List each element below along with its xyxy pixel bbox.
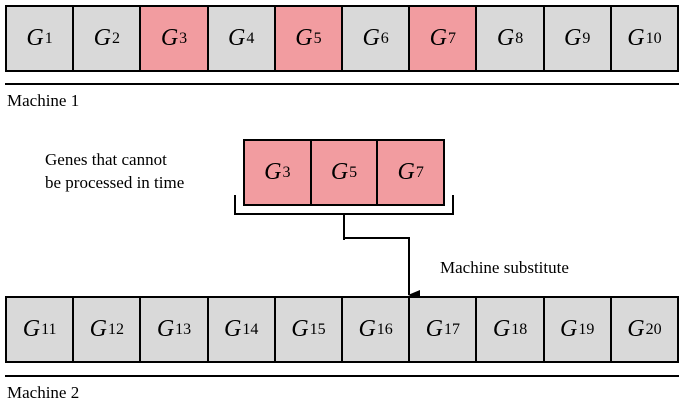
- machine-2-divider: [5, 375, 679, 377]
- machine-2-label: Machine 2: [7, 383, 80, 402]
- machine-substitute-label: Machine substitute: [440, 258, 569, 277]
- delayed-genes-caption-line-2: be processed in time: [45, 173, 185, 192]
- machine-1-label: Machine 1: [7, 91, 80, 110]
- delayed-genes-caption-line-1: Genes that cannot: [45, 150, 167, 169]
- machine-1-divider: [5, 83, 679, 85]
- arrow-line: [344, 237, 420, 300]
